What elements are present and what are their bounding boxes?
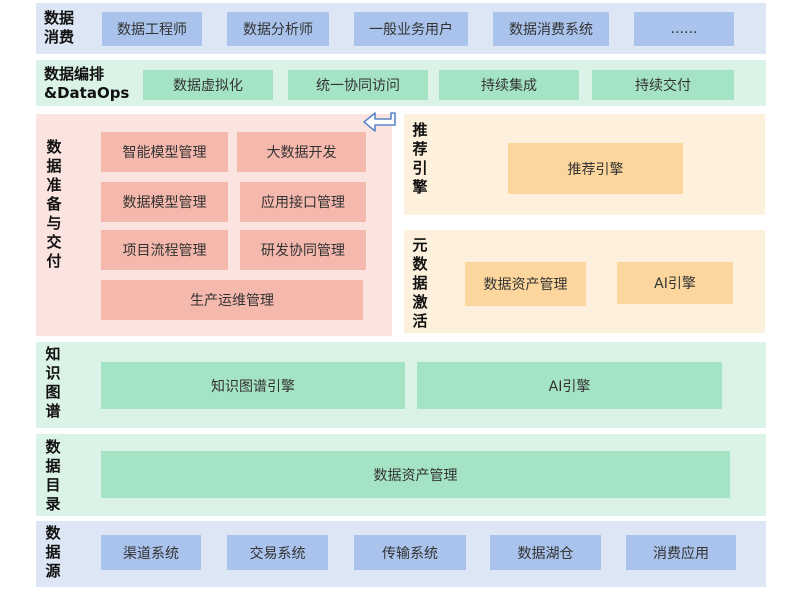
- consumer-data-analyst: 数据分析师: [227, 12, 329, 46]
- consumer-data-engineer: 数据工程师: [102, 12, 202, 46]
- prep-production-ops: 生产运维管理: [101, 280, 363, 320]
- data-catalog-label: 数 据 目 录: [45, 438, 61, 513]
- source-channel-system: 渠道系统: [101, 535, 201, 570]
- data-prep-label: 数 据 准 备 与 交 付: [46, 138, 62, 270]
- dataops-ci: 持续集成: [439, 70, 579, 100]
- consumer-more: ......: [634, 12, 734, 46]
- dataops-unified-access: 统一协同访问: [288, 70, 428, 100]
- knowledge-graph-engine: 知识图谱引擎: [101, 362, 405, 409]
- prep-project-process: 项目流程管理: [101, 230, 228, 270]
- knowledge-graph-label: 知 识 图 谱: [45, 345, 61, 420]
- catalog-asset-mgmt: 数据资产管理: [101, 451, 730, 498]
- data-source-label: 数 据 源: [45, 524, 61, 580]
- prep-data-model: 数据模型管理: [101, 182, 228, 222]
- recommend-engine: 推荐引擎: [508, 143, 683, 194]
- prep-api-management: 应用接口管理: [240, 182, 366, 222]
- dataops-cd: 持续交付: [592, 70, 734, 100]
- data-consumption-label: 数据 消费: [44, 9, 75, 46]
- recommend-label: 推 荐 引 擎: [412, 121, 428, 196]
- metadata-asset-mgmt: 数据资产管理: [465, 262, 586, 306]
- connector-arrow-icon: [363, 112, 396, 132]
- source-consumer-app: 消费应用: [626, 535, 736, 570]
- dataops-virtualization: 数据虚拟化: [143, 70, 273, 100]
- metadata-label: 元 数 据 激 活: [412, 236, 428, 330]
- consumer-business-user: 一般业务用户: [354, 12, 468, 46]
- prep-smart-model: 智能模型管理: [101, 132, 228, 172]
- metadata-ai-engine: AI引擎: [617, 262, 733, 304]
- consumer-data-system: 数据消费系统: [493, 12, 609, 46]
- prep-bigdata-dev: 大数据开发: [237, 132, 366, 172]
- prep-rd-collaboration: 研发协同管理: [240, 230, 366, 270]
- dataops-label: 数据编排 &DataOps: [44, 65, 130, 102]
- knowledge-ai-engine: AI引擎: [417, 362, 722, 409]
- source-transaction-system: 交易系统: [227, 535, 328, 570]
- source-data-lakehouse: 数据湖仓: [490, 535, 601, 570]
- source-transfer-system: 传输系统: [354, 535, 466, 570]
